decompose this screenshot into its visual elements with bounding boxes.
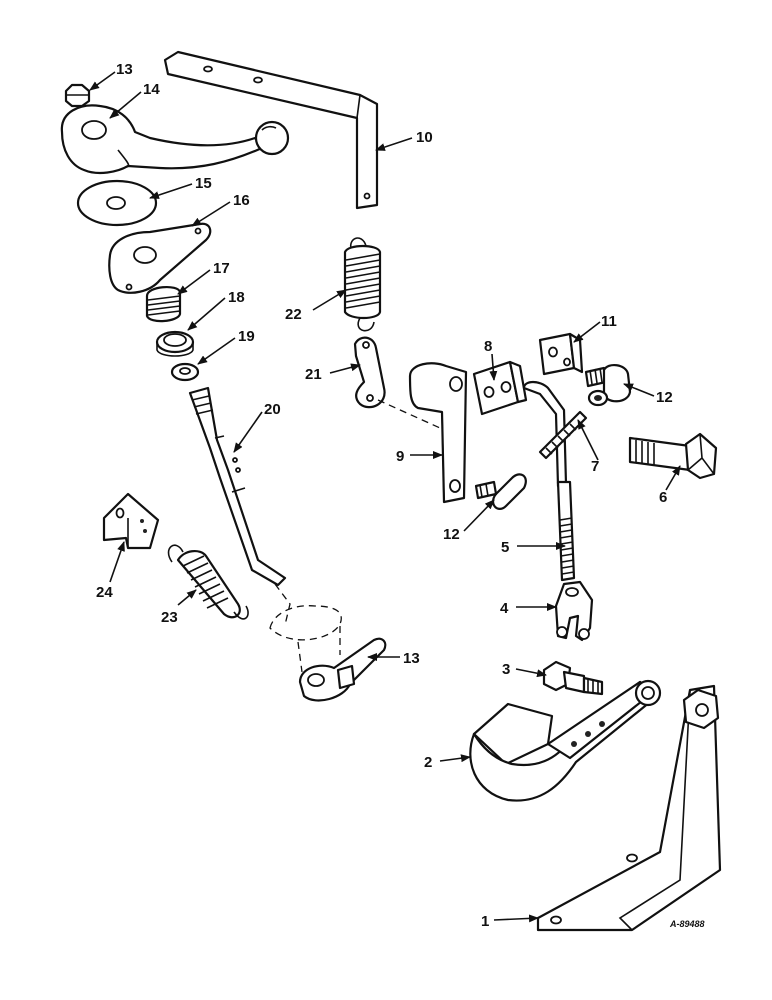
callout-2: 2 <box>424 754 432 771</box>
callout-23: 22 <box>285 306 302 323</box>
threaded-rod-part <box>556 480 576 582</box>
callout-12-upper: 12 <box>656 389 673 406</box>
callout-4: 4 <box>500 600 509 617</box>
tension-spring-part <box>343 237 382 332</box>
callout-18: 17 <box>213 260 230 277</box>
callout-11: 11 <box>601 313 617 330</box>
callout-16: 15 <box>195 175 212 192</box>
support-bracket-part <box>536 684 722 932</box>
callout-21: 20 <box>264 401 281 418</box>
callout-labels: 13 14 15 16 17 18 19 20 10 22 21 9 8 11 … <box>96 61 705 930</box>
lever-arm-part <box>269 605 387 702</box>
small-plate-part <box>472 360 528 416</box>
mounting-plate-part <box>108 222 212 294</box>
swivel-pin-upper-part <box>584 364 632 407</box>
seal-ring-part <box>155 330 195 357</box>
cam-link-part <box>353 336 441 429</box>
callout-1: 1 <box>481 913 489 930</box>
callout-8: 8 <box>484 338 492 355</box>
bent-rod-part <box>522 380 568 488</box>
long-spring-part <box>167 544 249 620</box>
pedal-part <box>469 679 662 802</box>
clevis-part <box>554 580 594 642</box>
leader-arrows <box>89 71 681 923</box>
small-washer-part <box>170 362 200 382</box>
callout-19: 18 <box>228 289 245 306</box>
callout-3: 3 <box>502 661 510 678</box>
callout-7: 7 <box>591 458 599 475</box>
callout-12-lower: 12 <box>443 526 460 543</box>
callout-20: 19 <box>238 328 255 345</box>
nut-part <box>64 83 91 108</box>
angle-bracket-part <box>102 492 160 550</box>
callout-22: 21 <box>305 366 322 383</box>
callout-10: 10 <box>416 129 433 146</box>
hand-lever-part <box>60 104 290 175</box>
shaft-part <box>188 386 291 626</box>
pivot-bracket-part <box>408 362 468 504</box>
threaded-stud-part <box>538 410 588 460</box>
callout-17: 16 <box>233 192 250 209</box>
callout-25: 24 <box>96 584 113 601</box>
callout-9: 9 <box>396 448 404 465</box>
clip-bracket-part <box>538 332 584 376</box>
callout-15: 14 <box>143 81 160 98</box>
callout-14: 13 <box>116 61 133 78</box>
reference-number: A-89488 <box>669 919 705 929</box>
bolt-part <box>628 432 718 480</box>
washer-plate-part <box>76 179 158 227</box>
short-spring-part <box>145 286 182 323</box>
bracket-arm-part <box>163 50 379 210</box>
callout-5: 5 <box>501 539 509 556</box>
swivel-pin-lower-part <box>474 473 527 510</box>
callout-24: 23 <box>161 609 178 626</box>
callout-6: 6 <box>659 489 667 506</box>
callout-13: 13 <box>403 650 420 667</box>
shoulder-bolt-part <box>542 660 604 696</box>
